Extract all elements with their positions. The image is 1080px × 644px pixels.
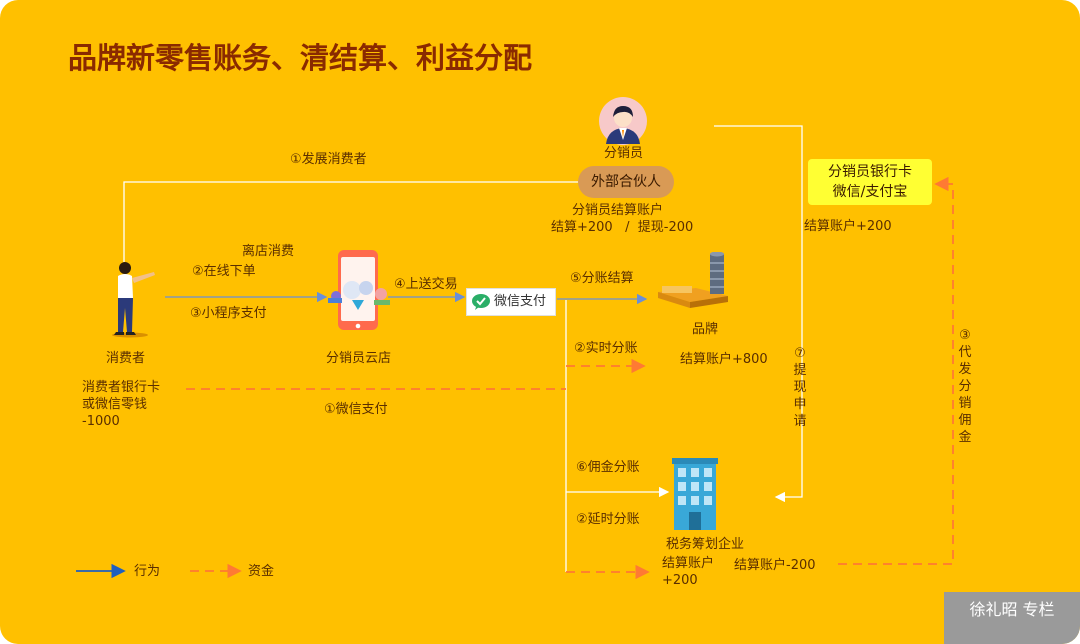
- distributor-label: 分销员: [604, 146, 644, 161]
- cloud-store-label: 分销员云店: [326, 351, 392, 366]
- flow-online-order: ②在线下单: [192, 264, 256, 279]
- distributor-avatar-icon: [599, 97, 647, 145]
- tax-company-account-line1: 结算账户: [662, 556, 715, 571]
- wechat-pay-icon: [472, 294, 490, 310]
- tax-company-building-icon: [672, 458, 718, 530]
- flow-realtime-split: ②实时分账: [574, 341, 638, 356]
- flow-settlement-plus: 结算账户+200: [804, 219, 892, 234]
- flow-offline-consume: 离店消费: [242, 244, 295, 259]
- flow-delayed-split: ②延时分账: [576, 512, 640, 527]
- wechat-pay-label: 微信支付: [494, 294, 547, 309]
- distributor-account-change: 结算+200 / 提现-200: [551, 220, 694, 235]
- flow-miniprogram-pay: ③小程序支付: [190, 306, 267, 321]
- flow-pay-commission: ③代发分销佣金: [958, 328, 972, 445]
- withdraw-line: [714, 125, 803, 503]
- partner-badge: 外部合伙人: [578, 166, 674, 198]
- flow-wechat-payment: ①微信支付: [324, 402, 388, 417]
- consumer-account-line2: 或微信零钱: [82, 397, 148, 412]
- flow-split-settlement: ⑤分账结算: [570, 271, 634, 286]
- distributor-account-label: 分销员结算账户: [572, 203, 664, 218]
- flow-withdraw-request: ⑦提现申请: [793, 346, 807, 429]
- tax-company-account-line2: +200: [662, 573, 698, 588]
- flow-upload-transaction: ④上送交易: [394, 277, 458, 292]
- distributor-bank-box: 分销员银行卡 微信/支付宝: [808, 159, 932, 205]
- page-title: 品牌新零售账务、清结算、利益分配: [68, 41, 533, 75]
- legend-funds-label: 资金: [248, 564, 275, 579]
- brand-account: 结算账户+800: [680, 352, 768, 367]
- cloud-store-phone-icon: [328, 250, 390, 330]
- consumer-account-change: -1000: [82, 414, 120, 429]
- wechat-pay-box: 微信支付: [466, 288, 556, 316]
- consumer-person-icon: [112, 262, 155, 338]
- tax-company-label: 税务筹划企业: [666, 537, 745, 552]
- consumer-account-line1: 消费者银行卡: [82, 380, 161, 395]
- author-badge: 徐礼昭 专栏: [944, 592, 1080, 644]
- tax-company-account-out: 结算账户-200: [734, 558, 816, 573]
- flow-develop-consumer: ①发展消费者: [290, 152, 367, 167]
- legend-action-label: 行为: [134, 564, 161, 579]
- bank-box-line1: 分销员银行卡: [828, 164, 912, 180]
- brand-label: 品牌: [692, 322, 719, 337]
- flow-commission-split: ⑥佣金分账: [576, 460, 640, 475]
- develop-consumer-line: [123, 181, 580, 262]
- pay-commission-funds-line: [838, 176, 954, 565]
- consumer-label: 消费者: [106, 351, 146, 366]
- bank-box-line2: 微信/支付宝: [832, 184, 908, 200]
- brand-building-icon: [658, 252, 728, 308]
